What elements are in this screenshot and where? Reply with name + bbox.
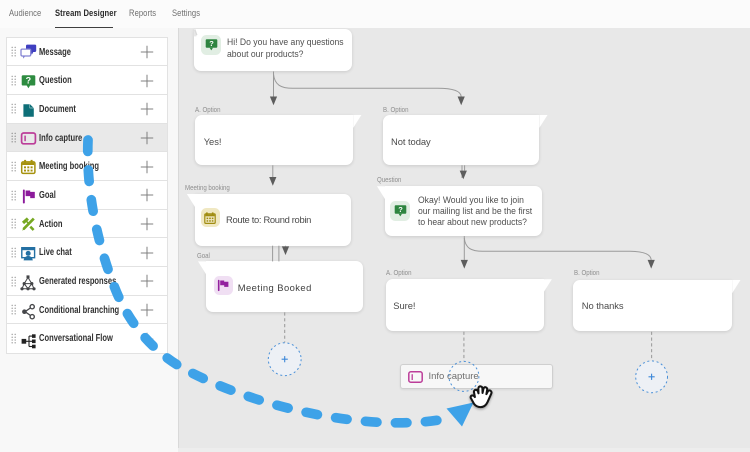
svg-text:?: ? bbox=[209, 39, 214, 48]
svg-text:?: ? bbox=[25, 75, 31, 85]
svg-text:?: ? bbox=[398, 205, 403, 214]
